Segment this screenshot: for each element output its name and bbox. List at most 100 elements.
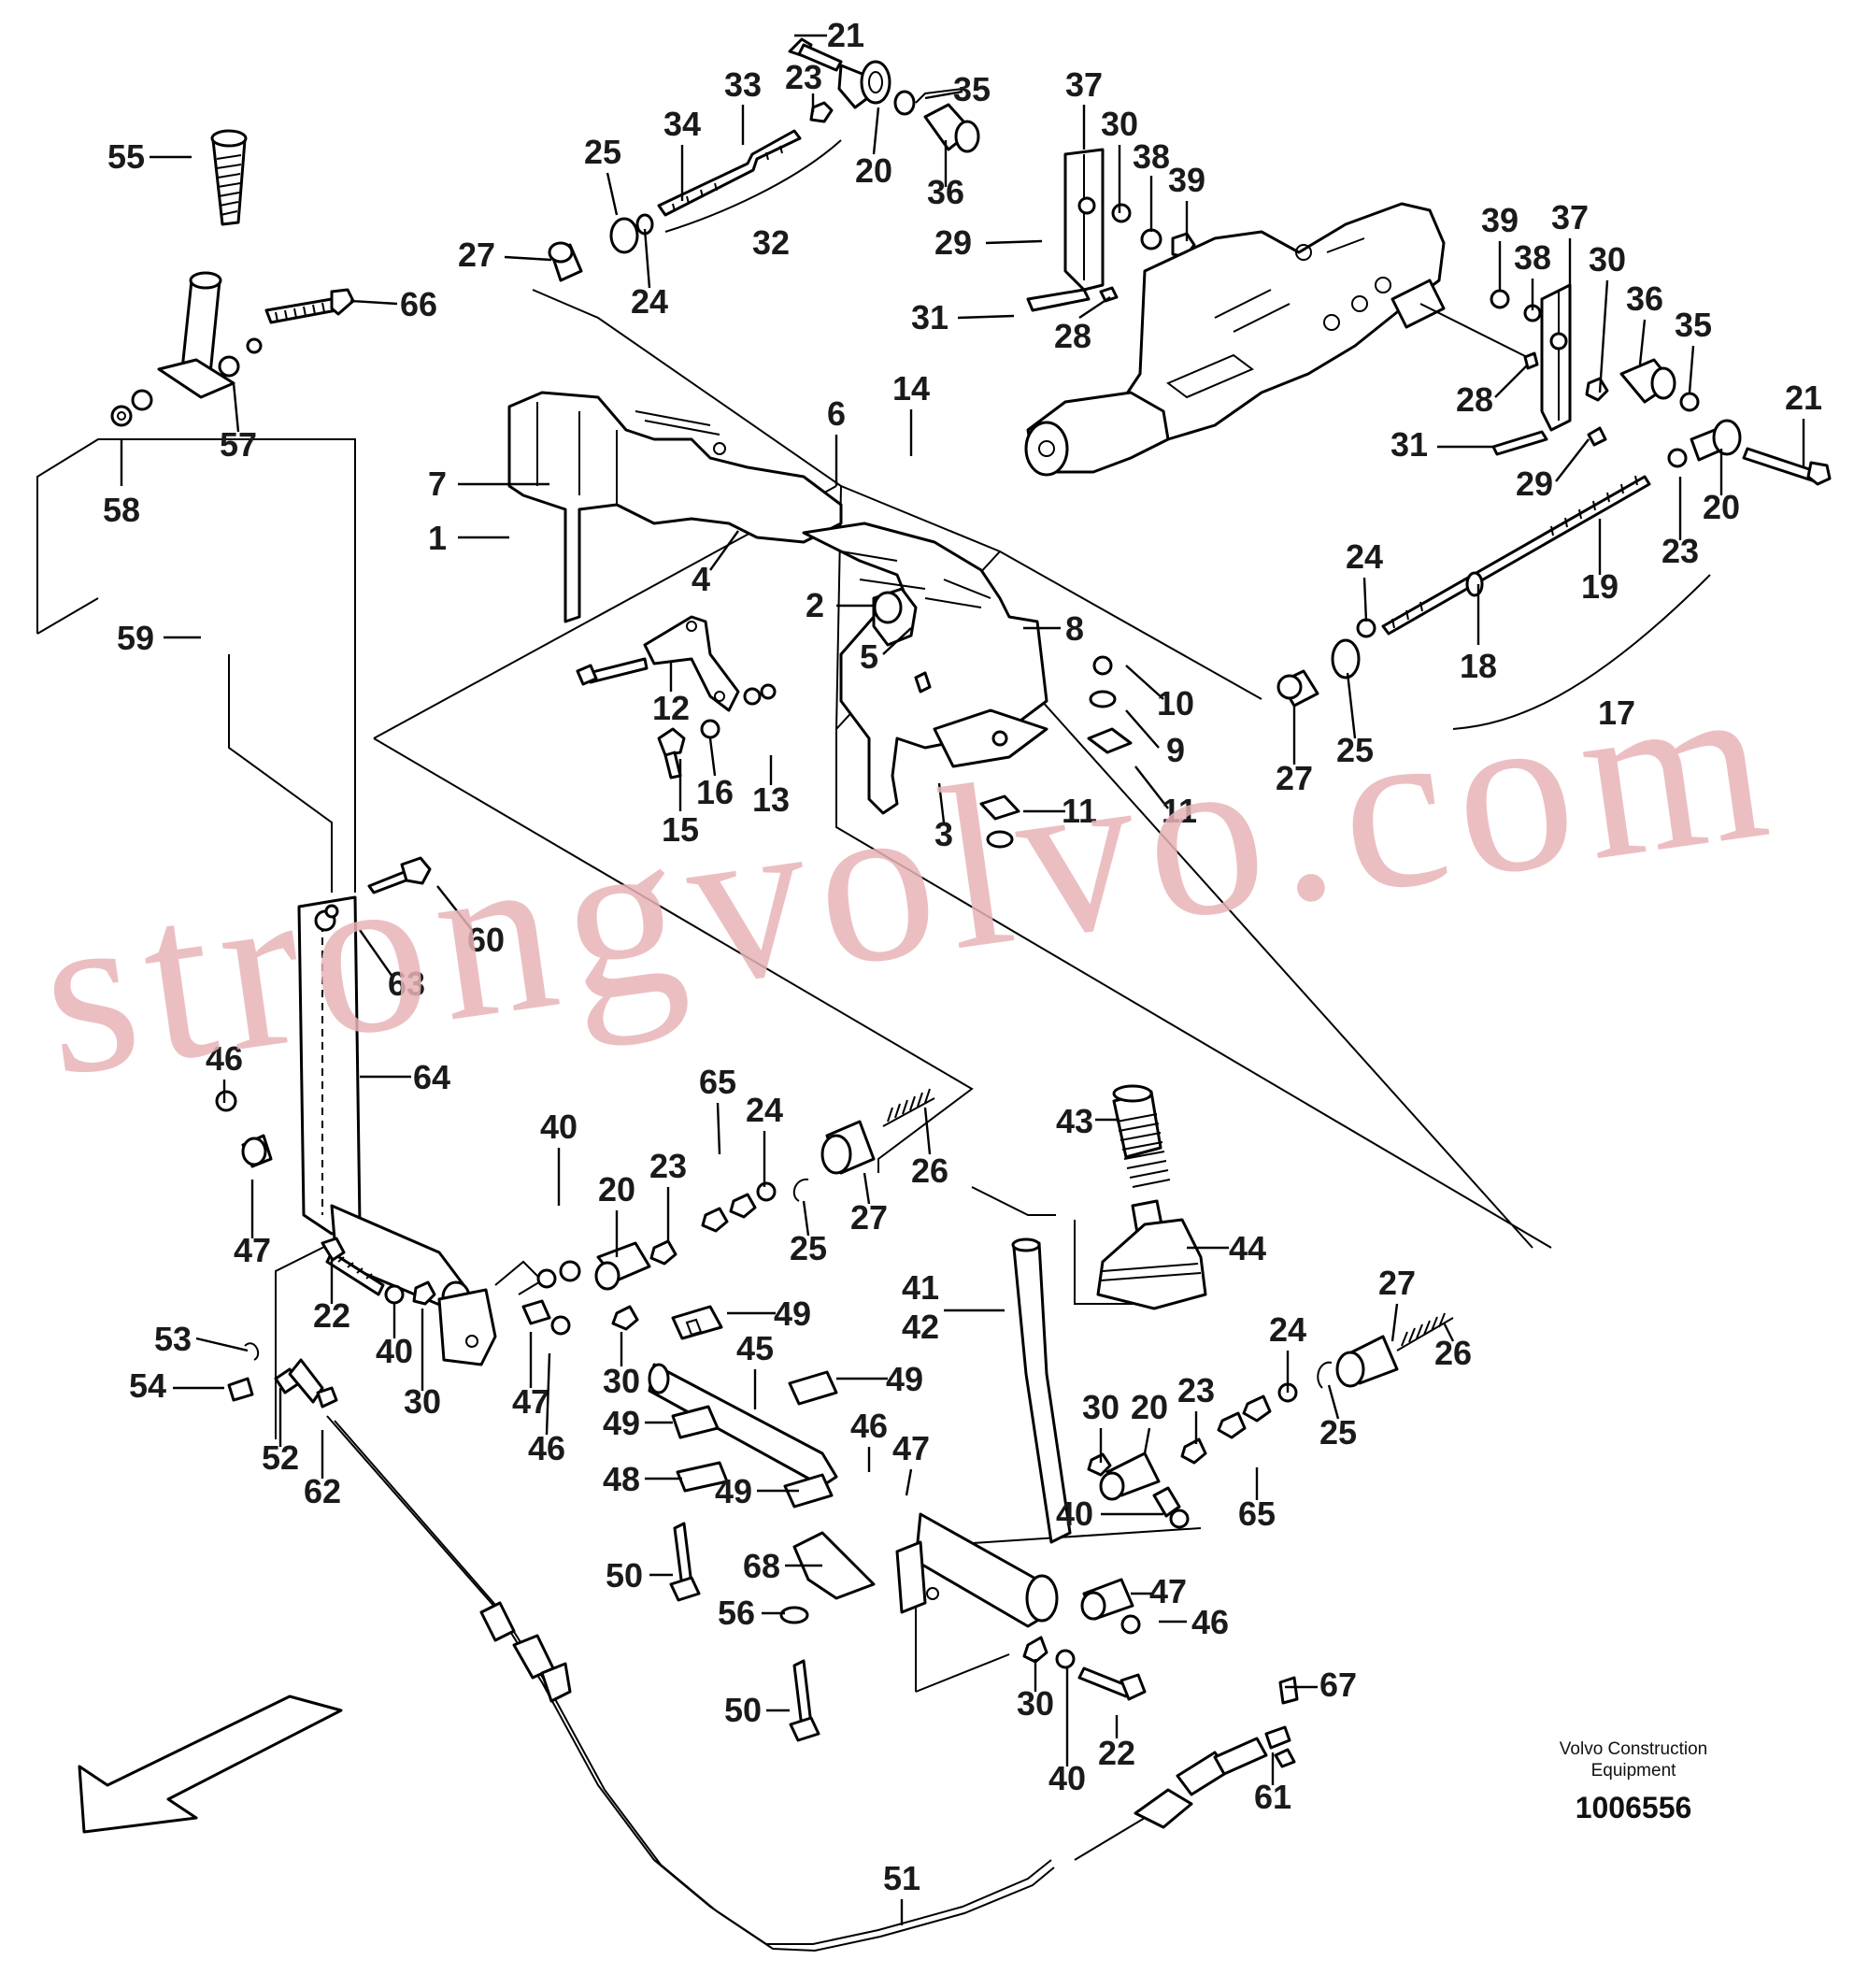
callout-label-43: 43: [1056, 1102, 1093, 1140]
callout-label-61: 61: [1254, 1778, 1291, 1816]
callout-label-58: 58: [103, 491, 140, 529]
callout-label-47: 47: [1149, 1572, 1187, 1610]
callout-leader: [545, 1352, 551, 1436]
callout-label-20: 20: [598, 1170, 635, 1209]
callout-label-21: 21: [827, 16, 864, 54]
callout-label-29: 29: [934, 223, 972, 262]
callout-label-11: 11: [1062, 792, 1097, 830]
callout-label-7: 7: [428, 465, 447, 503]
callout-leader: [882, 627, 912, 655]
callout-label-25: 25: [790, 1229, 827, 1267]
callout-leader: [1442, 1322, 1455, 1342]
callout-label-4: 4: [692, 560, 710, 598]
callout-label-47: 47: [892, 1429, 930, 1467]
callout-label-17: 17: [1598, 694, 1635, 732]
callout-leader: [1390, 1303, 1399, 1342]
callout-label-30: 30: [1082, 1388, 1120, 1426]
callout-label-22: 22: [1098, 1734, 1135, 1772]
lever-64-assembly: [215, 856, 497, 1409]
callout-label-54: 54: [129, 1366, 166, 1405]
callout-label-35: 35: [953, 70, 991, 108]
callout-label-23: 23: [785, 58, 822, 96]
callout-label-23: 23: [649, 1147, 687, 1185]
callout-label-16: 16: [696, 773, 734, 811]
credit-line-2: Equipment: [1591, 1761, 1677, 1781]
callout-label-15: 15: [662, 810, 699, 849]
callout-leader: [1638, 319, 1647, 365]
lever-12-parts: [576, 615, 777, 779]
callout-label-49: 49: [715, 1472, 752, 1510]
callout-label-59: 59: [117, 619, 154, 657]
callout-label-49: 49: [603, 1404, 640, 1442]
callout-label-51: 51: [883, 1859, 920, 1897]
callout-label-23: 23: [1661, 532, 1699, 570]
callout-leader: [643, 228, 651, 289]
callout-label-33: 33: [724, 65, 762, 104]
callout-label-40: 40: [1056, 1495, 1093, 1533]
callout-label-2: 2: [806, 586, 824, 624]
callout-leader: [1555, 438, 1590, 482]
callout-label-46: 46: [850, 1407, 888, 1445]
callout-leader: [863, 1172, 871, 1205]
callout-label-14: 14: [892, 369, 930, 408]
callout-label-30: 30: [1017, 1684, 1054, 1723]
callout-label-41: 41: [902, 1268, 939, 1307]
callout-leader: [504, 255, 552, 262]
callout-label-25: 25: [584, 133, 621, 171]
callout-label-40: 40: [1048, 1759, 1086, 1797]
callout-label-27: 27: [1378, 1264, 1416, 1302]
callout-leader: [1125, 709, 1160, 749]
callout-label-47: 47: [512, 1382, 549, 1421]
callout-leader: [709, 530, 739, 571]
callout-label-37: 37: [1551, 198, 1589, 236]
callout-label-48: 48: [603, 1460, 640, 1498]
callout-leader: [1143, 1427, 1151, 1454]
callout-leader: [606, 172, 619, 216]
direction-arrow-icon: [78, 1695, 343, 1834]
callout-label-50: 50: [606, 1556, 643, 1595]
callout-label-53: 53: [154, 1320, 192, 1358]
callout-label-63: 63: [388, 965, 425, 1003]
callout-label-45: 45: [736, 1329, 774, 1367]
callout-label-36: 36: [1626, 279, 1663, 318]
rod-17-parts: [1276, 419, 1832, 730]
callout-label-62: 62: [304, 1472, 341, 1510]
drawing-number: 1006556: [1576, 1791, 1692, 1824]
joystick-55-assembly: [110, 129, 355, 427]
callout-leader: [937, 782, 946, 823]
callout-label-13: 13: [752, 780, 790, 819]
credit-block: Volvo Construction Equipment 1006556: [1560, 1739, 1707, 1824]
callout-label-39: 39: [1168, 161, 1205, 199]
callout-leader: [1327, 1384, 1340, 1420]
callout-leader: [716, 1102, 721, 1155]
cable-51: [326, 1415, 1299, 1952]
callout-label-36: 36: [927, 173, 964, 211]
callout-label-57: 57: [220, 425, 257, 464]
callout-label-27: 27: [458, 236, 495, 274]
callout-leader: [232, 382, 240, 433]
callout-label-19: 19: [1581, 567, 1619, 606]
callout-leader: [957, 314, 1015, 320]
callout-label-49: 49: [774, 1294, 811, 1333]
callout-leader: [923, 1107, 932, 1155]
callout-label-30: 30: [404, 1382, 441, 1421]
callout-label-30: 30: [1101, 105, 1138, 143]
lever-41-assembly: [895, 1084, 1454, 1701]
callout-label-21: 21: [1785, 379, 1822, 417]
callout-label-46: 46: [206, 1039, 243, 1078]
callout-label-44: 44: [1229, 1229, 1266, 1267]
callout-label-3: 3: [934, 815, 953, 853]
callout-label-66: 66: [400, 285, 437, 323]
callout-label-11: 11: [1162, 792, 1197, 830]
center-left-hardware: [521, 1088, 935, 1336]
callout-label-50: 50: [724, 1691, 762, 1729]
callout-leader: [905, 1468, 913, 1496]
callout-label-40: 40: [540, 1108, 578, 1146]
callout-label-60: 60: [467, 921, 505, 959]
callout-label-56: 56: [718, 1594, 755, 1632]
callout-label-35: 35: [1675, 306, 1712, 344]
callout-label-5: 5: [860, 637, 878, 676]
callout-leader: [1598, 279, 1609, 393]
callout-label-23: 23: [1177, 1371, 1215, 1409]
callout-label-24: 24: [1346, 537, 1383, 576]
